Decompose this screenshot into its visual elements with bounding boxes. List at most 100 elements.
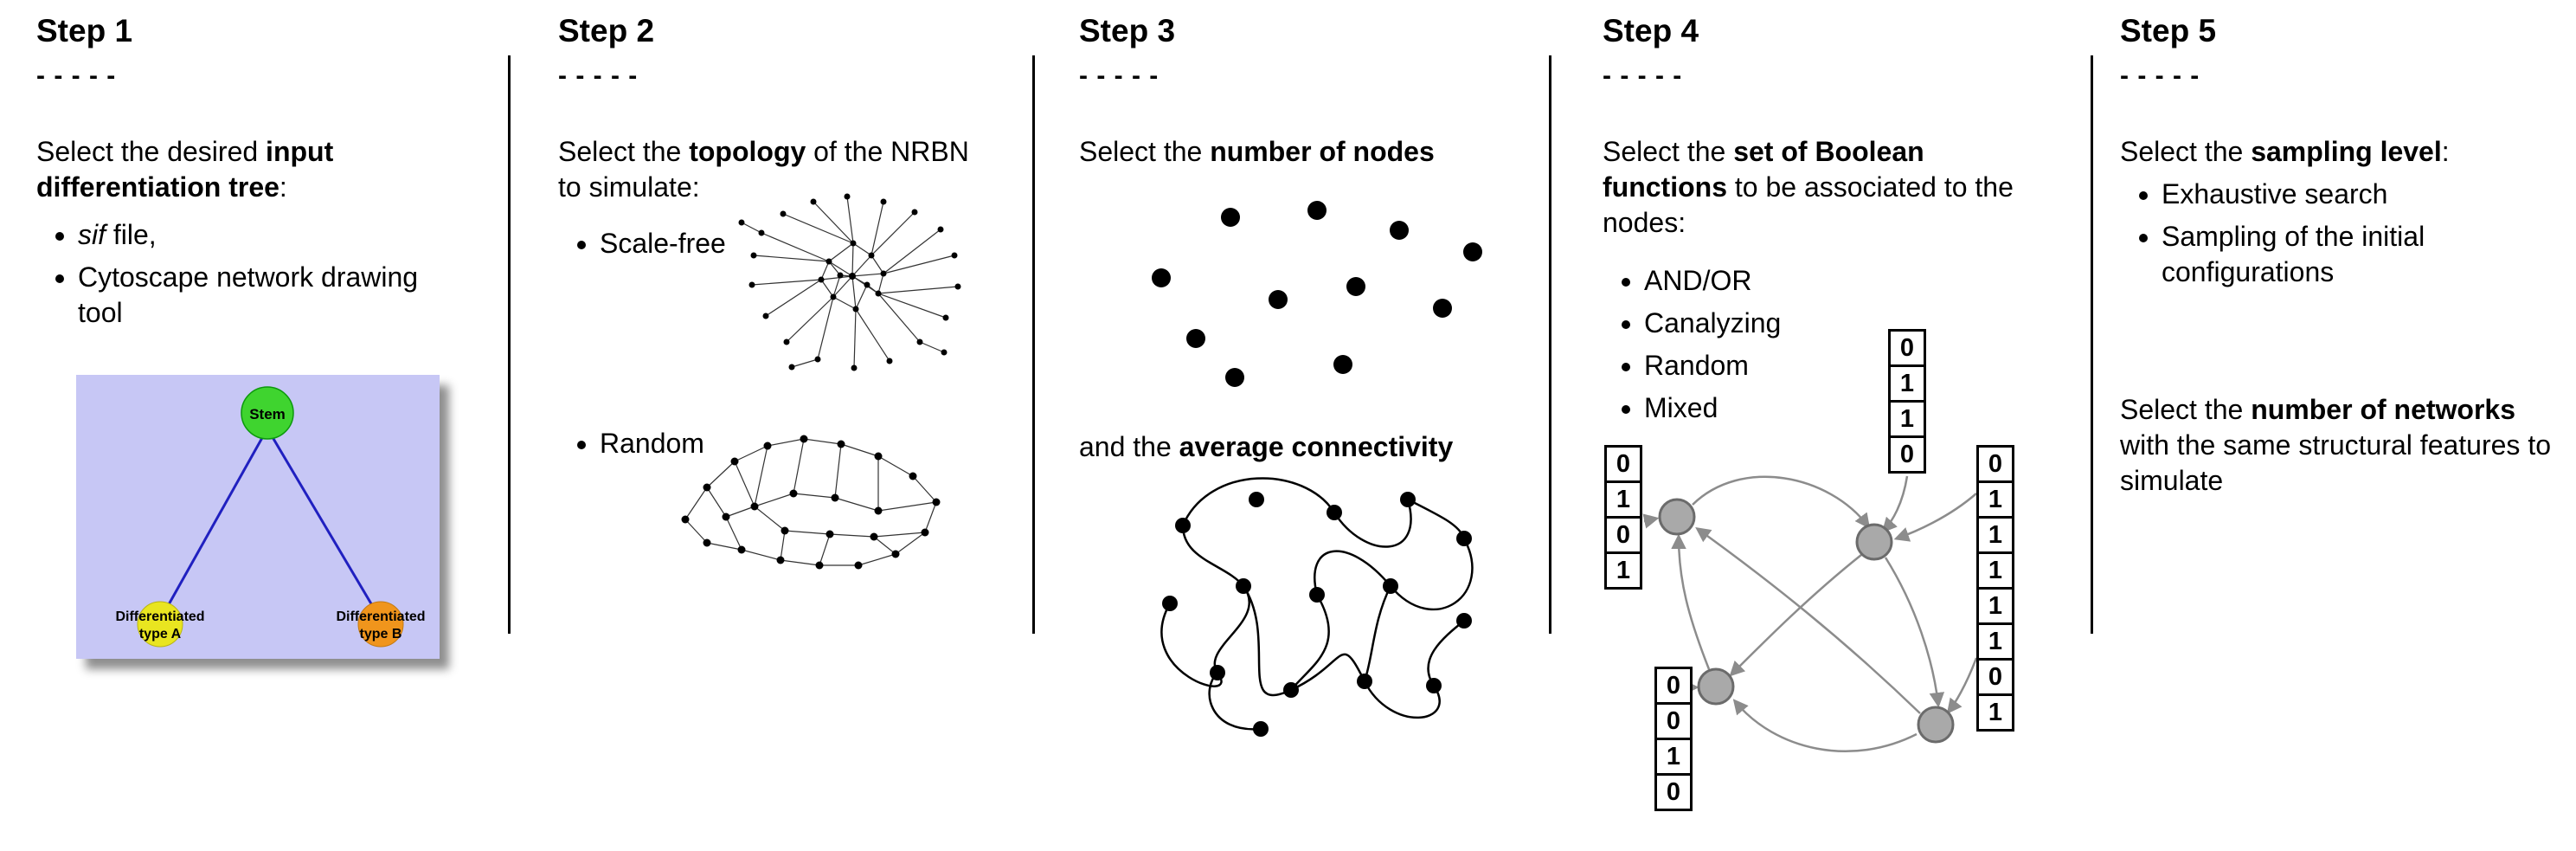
bullet-item: Random xyxy=(1644,348,2091,384)
bullet-item: AND/OR xyxy=(1644,263,2091,299)
nodes-scatter-graphic xyxy=(1101,191,1507,390)
bullet-item: Mixed xyxy=(1644,390,2091,426)
random-network-graphic xyxy=(664,420,958,589)
boolean-network-arrows xyxy=(1642,475,1978,752)
stem-label: Stem xyxy=(249,406,286,422)
intro-bold: topology xyxy=(689,136,806,167)
step-3-line1: Select the number of nodes xyxy=(1079,134,1553,170)
step-4-title: Step 4 xyxy=(1603,13,1699,48)
truth-table-top: 0 1 1 0 xyxy=(1888,329,1926,474)
step-2-dashes: - - - - - xyxy=(558,61,639,90)
truth-table-cell: 0 xyxy=(1654,773,1693,811)
step-4-bullet-list: AND/OR Canalyzing Random Mixed xyxy=(1603,263,2091,426)
stem-node xyxy=(241,386,294,440)
type-a-label-line1: Differentiated xyxy=(115,609,204,624)
column-divider xyxy=(508,55,511,634)
step-4-column: Step 4 - - - - - Select the set of Boole… xyxy=(1603,13,2091,811)
step-1-bullet-list: sif file, Cytoscape network drawing tool xyxy=(36,217,508,331)
bullet-item: Exhaustive search xyxy=(2162,177,2574,212)
type-a-label-line2: type A xyxy=(139,627,182,641)
truth-table-cell: 1 xyxy=(1888,400,1926,438)
random-network-svg xyxy=(681,435,941,570)
truth-table-cell: 1 xyxy=(1654,738,1693,776)
intro-bold: average connectivity xyxy=(1179,431,1454,462)
intro-bold: sampling level xyxy=(2251,136,2442,167)
step-3-title: Step 3 xyxy=(1079,13,1176,48)
boolean-network-svg xyxy=(1642,475,1978,752)
intro-text: Select the xyxy=(2120,136,2252,167)
step-4-intro: Select the set of Boolean functions to b… xyxy=(1603,134,2040,241)
intro-text: : xyxy=(279,171,287,203)
step-1-intro: Select the desired input differentiation… xyxy=(36,134,447,205)
step-5-bullet-list: Exhaustive search Sampling of the initia… xyxy=(2120,177,2574,290)
bullet-text: Scale-free xyxy=(600,228,726,259)
intro-text: : xyxy=(2441,136,2450,167)
truth-table-cell: 1 xyxy=(1976,587,2014,625)
step-5-title: Step 5 xyxy=(2120,13,2217,48)
truth-table-cell: 1 xyxy=(1976,551,2014,590)
intro-bold: input differentiation tree xyxy=(36,136,334,203)
type-a-node xyxy=(137,601,183,648)
truth-table-cell: 1 xyxy=(1976,622,2014,661)
intro-text: and the xyxy=(1079,431,1179,462)
step-5-intro: Select the sampling level: xyxy=(2120,134,2574,170)
bullet-text: Cytoscape network drawing tool xyxy=(78,261,419,328)
bullet-item: Random xyxy=(600,426,1032,461)
truth-table-cell: 0 xyxy=(1976,658,2014,696)
bullet-text: Sampling of the initial configurations xyxy=(2162,221,2425,287)
truth-table-cell: 1 xyxy=(1888,364,1926,403)
bullet-item: Sampling of the initial configurations xyxy=(2162,219,2508,290)
truth-table-cell: 1 xyxy=(1604,480,1642,519)
step-1-dashes: - - - - - xyxy=(36,61,117,90)
step-1-column: Step 1 - - - - - Select the desired inpu… xyxy=(36,13,508,659)
bullet-text: Canalyzing xyxy=(1644,307,1782,338)
column-divider xyxy=(2091,55,2093,634)
truth-table-right: 0 1 1 1 1 1 0 1 xyxy=(1976,445,2014,732)
scale-free-network-graphic xyxy=(731,190,967,390)
type-b-node xyxy=(357,601,404,648)
connectivity-network-svg xyxy=(1160,477,1474,737)
column-divider xyxy=(1032,55,1035,634)
truth-table-cell: 0 xyxy=(1976,445,2014,483)
scale-free-network-svg xyxy=(738,193,961,371)
step-2-title: Step 2 xyxy=(558,13,655,48)
intro-text: to be associated to the nodes: xyxy=(1603,171,2014,238)
truth-table-cell: 0 xyxy=(1888,435,1926,474)
intro-text: Select the xyxy=(1603,136,1734,167)
bullet-text: Random xyxy=(1644,350,1749,381)
step-4-dashes: - - - - - xyxy=(1603,61,1683,90)
step-3-column: Step 3 - - - - - Select the number of no… xyxy=(1079,13,1553,737)
step-2-column: Step 2 - - - - - Select the topology of … xyxy=(558,13,1032,570)
intro-bold: number of networks xyxy=(2251,394,2516,425)
intro-bold: number of nodes xyxy=(1210,136,1435,167)
bullet-text: Mixed xyxy=(1644,392,1718,423)
type-b-label-line1: Differentiated xyxy=(336,609,425,624)
bullet-item: Canalyzing xyxy=(1644,306,2091,341)
nodes-scatter-svg xyxy=(1152,201,1482,387)
truth-table-cell: 1 xyxy=(1976,516,2014,554)
intro-text: of the NRBN to simulate: xyxy=(558,136,969,203)
intro-text: Select the xyxy=(1079,136,1211,167)
bullet-item: Cytoscape network drawing tool xyxy=(78,260,424,331)
truth-table-cell: 1 xyxy=(1604,551,1642,590)
column-divider xyxy=(1549,55,1551,634)
truth-table-bottom: 0 0 1 0 xyxy=(1654,667,1693,811)
boolean-network-graphic: 0 1 1 0 0 1 0 1 0 0 1 0 0 1 1 1 xyxy=(1603,320,2091,851)
step-1-title: Step 1 xyxy=(36,13,133,48)
differentiation-tree-svg: Stem Differentiated type A Differentiate… xyxy=(76,375,440,659)
truth-table-left: 0 1 0 1 xyxy=(1604,445,1642,590)
step-5-dashes: - - - - - xyxy=(2120,61,2200,90)
step-2-intro: Select the topology of the NRBN to simul… xyxy=(558,134,973,205)
step-2-bullet-list: Scale-free Random xyxy=(558,226,1032,461)
intro-bold: set of Boolean functions xyxy=(1603,136,1924,203)
intro-text: Select the desired xyxy=(36,136,267,167)
truth-table-cell: 1 xyxy=(1976,693,2014,732)
bullet-text: Exhaustive search xyxy=(2162,178,2388,210)
truth-table-cell: 0 xyxy=(1654,702,1693,740)
step-3-line2: and the average connectivity xyxy=(1079,429,1553,465)
intro-text: with the same structural features to sim… xyxy=(2120,429,2551,496)
type-b-label-line2: type B xyxy=(360,627,402,641)
bullet-text: file, xyxy=(106,219,157,250)
tree-edges xyxy=(158,428,382,621)
